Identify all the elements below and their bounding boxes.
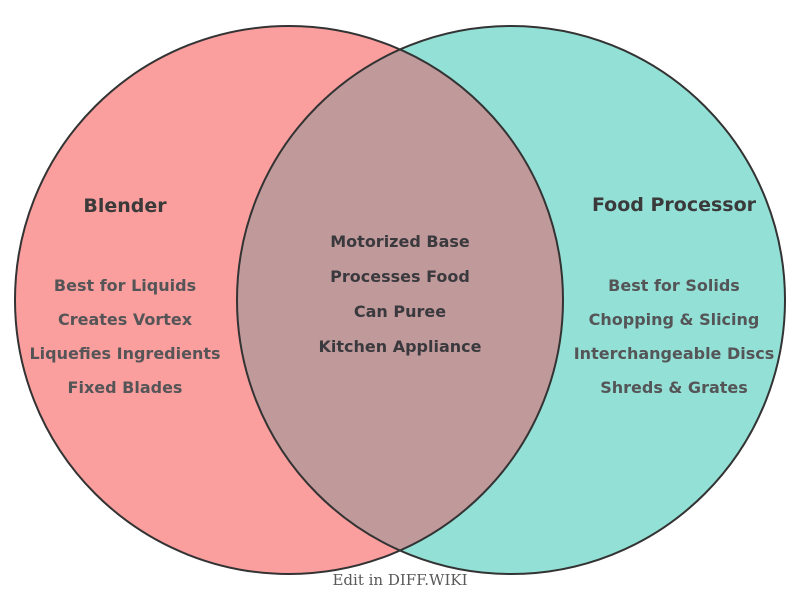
overlap-items-list: Motorized Base Processes Food Can Puree … — [250, 224, 550, 364]
right-circle-title: Food Processor — [591, 194, 757, 216]
left-item: Liquefies Ingredients — [29, 344, 221, 363]
left-circle-outline — [14, 25, 564, 575]
right-item: Shreds & Grates — [600, 378, 748, 397]
left-item: Best for Liquids — [53, 276, 197, 295]
left-item: Creates Vortex — [57, 310, 193, 329]
left-item: Fixed Blades — [67, 378, 183, 397]
overlap-item: Processes Food — [330, 267, 470, 286]
right-circle-outline — [236, 25, 786, 575]
overlap-item: Motorized Base — [330, 232, 470, 251]
edit-watermark: Edit in DIFF.WIKI — [332, 571, 468, 589]
overlap-region — [237, 26, 563, 574]
right-items-list: Best for Solids Chopping & Slicing Inter… — [534, 269, 800, 405]
right-item: Chopping & Slicing — [588, 310, 760, 329]
overlap-item: Kitchen Appliance — [318, 337, 482, 356]
right-item: Best for Solids — [608, 276, 740, 295]
left-circle-title: Blender — [83, 195, 167, 217]
right-item: Interchangeable Discs — [573, 344, 775, 363]
left-items-list: Best for Liquids Creates Vortex Liquefie… — [0, 269, 260, 405]
overlap-item: Can Puree — [353, 302, 447, 321]
